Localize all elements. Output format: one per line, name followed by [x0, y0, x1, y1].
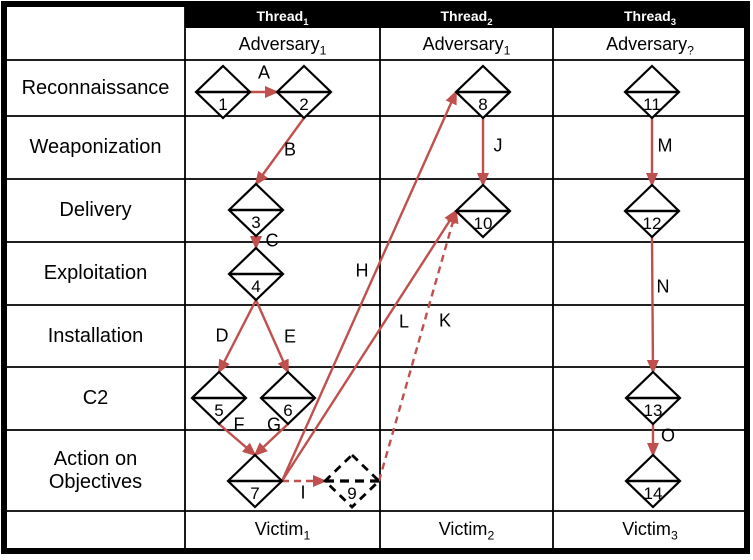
edge-label-H: H [355, 260, 369, 281]
node-7 [226, 453, 284, 509]
node-7-number: 7 [250, 484, 260, 503]
adversary-1-label: Adversary1 [238, 34, 327, 58]
node-12-number: 12 [642, 214, 662, 233]
node-1-number: 1 [218, 95, 228, 114]
phase-reconnaissance: Reconnaissance [21, 76, 170, 99]
node-5 [190, 370, 248, 426]
victim-2-label: Victim2 [438, 519, 495, 543]
node-8 [454, 64, 512, 120]
header-bar [185, 4, 747, 28]
adversary-3-label: Adversary? [606, 34, 694, 58]
node-3-number: 3 [251, 213, 261, 232]
node-11 [623, 64, 681, 120]
thread-2-label: Thread [440, 8, 488, 24]
node-11-number: 11 [643, 95, 661, 114]
node-6-number: 6 [283, 401, 293, 420]
thread-1-header: Thread1 [185, 4, 380, 28]
node-2-number: 2 [299, 95, 309, 114]
node-4 [227, 246, 285, 302]
node-3 [227, 182, 285, 238]
edge-label-G: G [266, 414, 282, 435]
victim-3-label: Victim3 [622, 519, 678, 543]
edge-label-B: B [283, 139, 297, 160]
node-14 [624, 453, 682, 509]
edge-label-N: N [656, 276, 670, 297]
diamond-shape [322, 453, 382, 509]
thread-3-label: Thread [624, 8, 671, 24]
phase-c2: C2 [82, 387, 109, 409]
node-9-number: 9 [347, 484, 357, 503]
phase-installation: Installation [47, 324, 144, 347]
arrow-N [646, 236, 659, 374]
arrow-E [254, 299, 290, 374]
edge-label-D: D [215, 325, 229, 346]
thread-3-subscript: 3 [670, 16, 676, 28]
edge-label-I: I [300, 482, 306, 503]
phase-action-on-objectives: Action on Objectives [48, 447, 143, 493]
adversary-2-label: Adversary1 [422, 34, 511, 58]
edge-label-C: C [265, 230, 279, 251]
thread-2-subscript: 2 [487, 16, 493, 28]
node-13-number: 13 [643, 401, 663, 420]
thread-1-label: Thread [256, 8, 304, 24]
arrow-G [253, 423, 289, 457]
arrow-L [280, 209, 458, 482]
edge-label-L: L [398, 311, 410, 332]
thread-2-header: Thread2 [380, 4, 553, 28]
node-5-number: 5 [214, 401, 224, 420]
edge-label-F: F [233, 414, 245, 435]
node-6 [259, 370, 317, 426]
arrow-D [217, 299, 258, 374]
node-9-dashed [322, 453, 382, 509]
node-8-number: 8 [478, 95, 488, 114]
node-14-number: 14 [643, 484, 663, 503]
node-10 [454, 183, 512, 239]
node-4-number: 4 [251, 277, 261, 296]
node-13 [624, 370, 682, 426]
edge-label-K: K [438, 310, 452, 331]
phase-weaponization: Weaponization [29, 136, 162, 158]
phase-exploitation: Exploitation [43, 262, 148, 284]
edge-label-E: E [283, 326, 297, 347]
node-12 [623, 183, 681, 239]
arrow-H [280, 90, 458, 482]
edge-label-A: A [257, 62, 271, 83]
thread-1-subscript: 1 [303, 16, 309, 28]
node-1 [194, 64, 252, 120]
thread-3-header: Thread3 [553, 4, 747, 28]
arrow-K [377, 209, 459, 482]
arrow-B [254, 117, 305, 186]
node-2 [275, 64, 333, 120]
node-10-number: 10 [473, 214, 493, 233]
arrow-F [218, 423, 257, 457]
edge-label-M: M [657, 135, 673, 156]
edge-label-O: O [660, 425, 676, 446]
edge-label-J: J [493, 135, 503, 156]
victim-1-label: Victim1 [254, 519, 311, 543]
phase-delivery: Delivery [59, 199, 132, 221]
